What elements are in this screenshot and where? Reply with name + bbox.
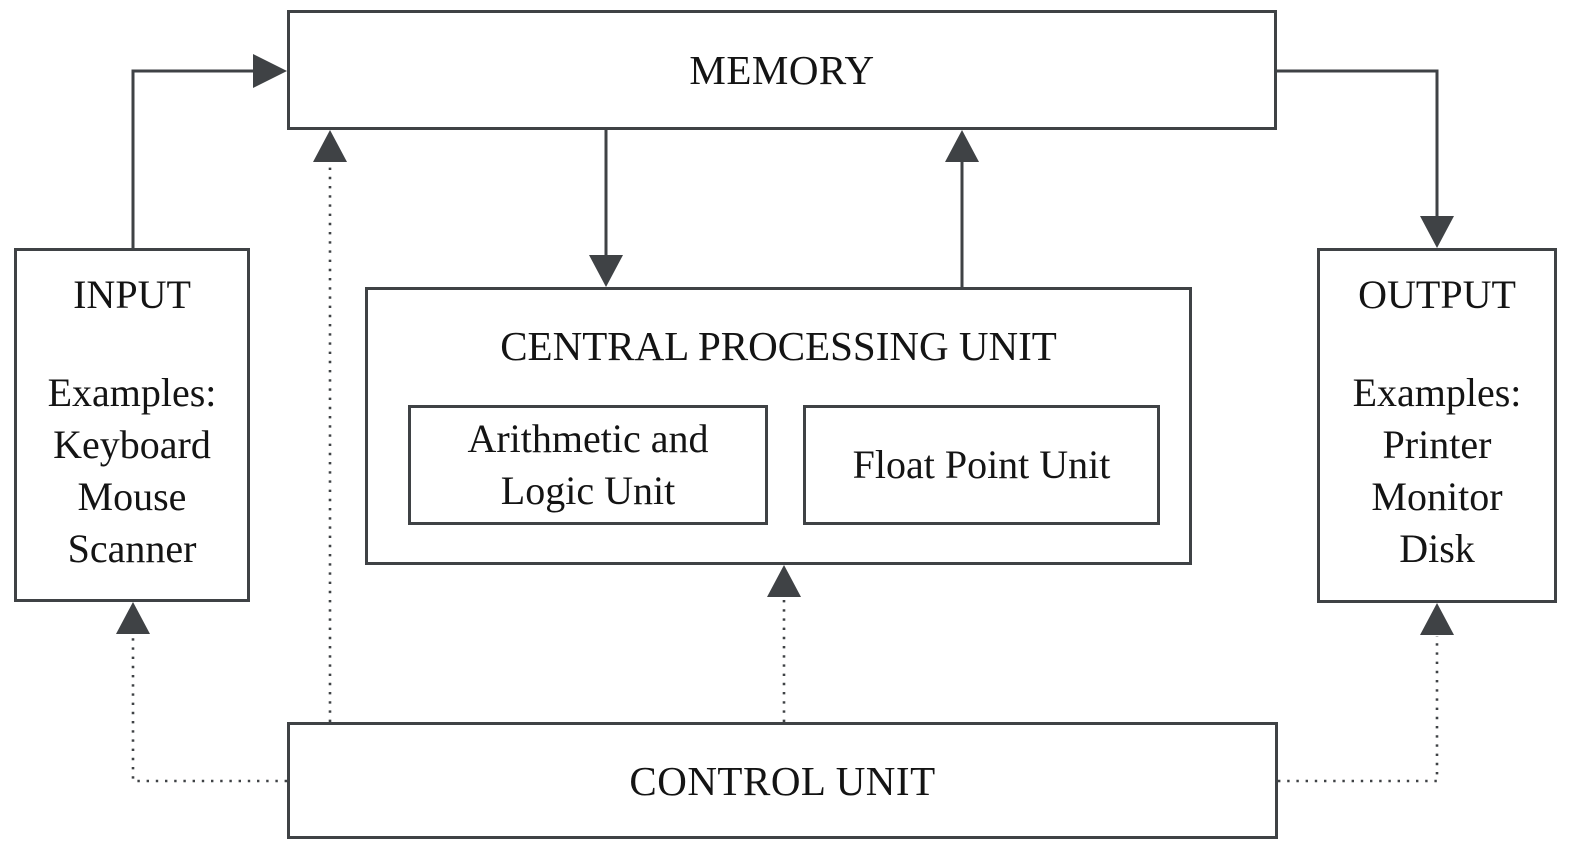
alu-label: Arithmetic and Logic Unit (467, 416, 709, 513)
output-examples: Examples: Printer Monitor Disk (1353, 367, 1522, 575)
memory-label: MEMORY (689, 47, 875, 93)
fpu-box: Float Point Unit (803, 405, 1160, 525)
input-examples: Examples: Keyboard Mouse Scanner (48, 367, 217, 575)
input-example-item: Keyboard (53, 422, 211, 467)
arrow-input-to-memory (131, 54, 287, 248)
output-example-item: Printer (1382, 422, 1492, 467)
arrowhead-right-icon (253, 54, 287, 88)
arrow-memory-to-output (1277, 69, 1454, 248)
arrowhead-up-icon (945, 130, 979, 162)
control-signal-to-cpu (767, 565, 801, 722)
arrowhead-up-icon (767, 565, 801, 597)
arrowhead-up-icon (1420, 603, 1454, 635)
output-examples-label: Examples: (1352, 370, 1522, 415)
arrowhead-down-icon (1420, 216, 1454, 248)
arrowhead-up-icon (116, 602, 150, 634)
output-example-item: Disk (1399, 526, 1475, 571)
arrow-memory-to-cpu (589, 130, 623, 287)
input-example-item: Mouse (77, 474, 187, 519)
arrowhead-down-icon (589, 255, 623, 287)
control-signal-to-memory (313, 130, 347, 722)
input-examples-label: Examples: (47, 370, 217, 415)
control-signal-to-output (1278, 603, 1454, 783)
memory-box: MEMORY (287, 10, 1277, 130)
control-signal-to-input (116, 602, 287, 783)
control-unit-box: CONTROL UNIT (287, 722, 1278, 839)
control-unit-label: CONTROL UNIT (629, 757, 936, 804)
input-box: INPUT Examples: Keyboard Mouse Scanner (14, 248, 250, 602)
arrowhead-up-icon (313, 130, 347, 162)
alu-box: Arithmetic and Logic Unit (408, 405, 768, 525)
fpu-label: Float Point Unit (852, 442, 1111, 487)
output-title: OUTPUT (1358, 272, 1516, 317)
cpu-title: CENTRAL PROCESSING UNIT (500, 323, 1057, 369)
output-box: OUTPUT Examples: Printer Monitor Disk (1317, 248, 1557, 603)
input-title: INPUT (73, 272, 191, 317)
arrow-cpu-to-memory (945, 130, 979, 287)
input-example-item: Scanner (67, 526, 197, 571)
output-example-item: Monitor (1371, 474, 1503, 519)
